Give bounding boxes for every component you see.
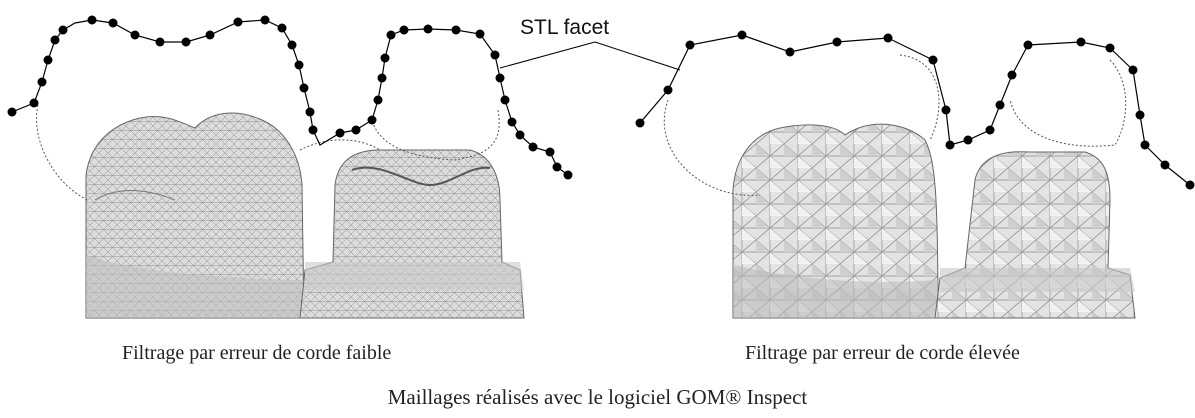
caption-left: Filtrage par erreur de corde faible xyxy=(122,342,392,364)
fine-mesh-molar xyxy=(85,112,305,319)
dotted-profiles xyxy=(36,54,1127,201)
callout-label: STL facet xyxy=(520,16,610,39)
coarse-mesh-premolar xyxy=(934,151,1136,319)
figure-canvas xyxy=(7,15,1195,319)
caption-bottom: Maillages réalisés avec le logiciel GOM®… xyxy=(387,385,808,409)
section-profile-fine xyxy=(7,15,573,180)
coarse-mesh-molar xyxy=(732,123,939,319)
caption-right: Filtrage par erreur de corde élevée xyxy=(745,342,1020,364)
fine-mesh-premolar xyxy=(299,149,525,319)
callout-leader-lines xyxy=(499,41,681,71)
section-profile-coarse xyxy=(635,30,1195,190)
